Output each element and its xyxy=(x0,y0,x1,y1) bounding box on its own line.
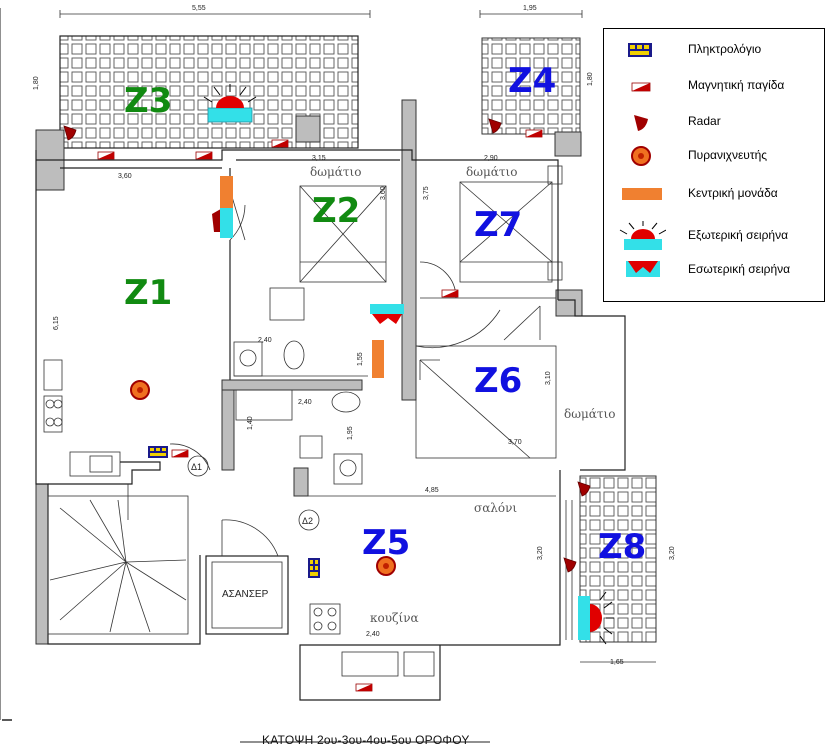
dim-1-55: 1,55 xyxy=(357,352,364,366)
dim-3-70: 3,70 xyxy=(508,439,522,446)
dim-3-15: 3,15 xyxy=(312,155,326,162)
keypad-icon xyxy=(148,446,168,458)
dim-2-40-a: 2,40 xyxy=(258,337,272,344)
keypad-icon xyxy=(628,43,652,57)
dim-6-15: 6,15 xyxy=(53,316,60,330)
door-marker-2: Δ2 xyxy=(302,516,313,526)
magnetic-contact-icon xyxy=(97,151,115,160)
smoke-detector-icon xyxy=(631,146,651,166)
dim-2-40-c: 2,40 xyxy=(366,631,380,638)
zone-label-z7: Z7 xyxy=(474,205,522,245)
magnetic-contact-icon xyxy=(271,139,289,148)
legend-row-control: Κεντρική μονάδα xyxy=(604,179,824,209)
zone-label-z8: Z8 xyxy=(598,527,646,567)
zone-label-z5: Z5 xyxy=(362,523,410,563)
dim-4-85: 4,85 xyxy=(425,487,439,494)
elevator-label: ΑΣΑΝΣΕΡ xyxy=(222,589,269,600)
room-label-bedroom-a: δωμάτιο xyxy=(310,165,361,179)
room-label-bedroom-b: δωμάτιο xyxy=(466,165,517,179)
dim-3-20-b: 3,20 xyxy=(669,546,676,560)
plan-caption: ΚΑΤΟΨΗ 2ου-3ου-4ου-5ου ΟΡΟΦΟΥ xyxy=(262,733,470,747)
control-unit-icon xyxy=(372,340,384,378)
legend: Πληκτρολόγιο Μαγνητική παγίδα Radar Πυρα… xyxy=(603,28,825,302)
legend-row-radar: Radar xyxy=(604,107,824,137)
dim-1-80-a: 1,80 xyxy=(33,76,40,90)
dim-1-65: 1,65 xyxy=(610,659,624,666)
radar-icon xyxy=(634,115,648,131)
legend-label-control: Κεντρική μονάδα xyxy=(688,186,778,200)
legend-label-keypad: Πληκτρολόγιο xyxy=(688,42,762,56)
legend-row-indoor-siren: Εσωτερική σειρήνα xyxy=(604,255,824,285)
door-marker-1: Δ1 xyxy=(191,462,202,472)
magnetic-contact-icon xyxy=(195,151,213,160)
dim-5-55: 5,55 xyxy=(192,5,206,12)
zone-label-z4: Z4 xyxy=(508,61,556,101)
zone-label-z1: Z1 xyxy=(124,273,172,313)
dim-1-80-b: 1,80 xyxy=(587,72,594,86)
legend-label-radar: Radar xyxy=(688,114,721,128)
legend-row-smoke: Πυρανιχνευτής xyxy=(604,141,824,171)
outdoor-siren-icon xyxy=(203,84,257,123)
dim-3-75: 3,75 xyxy=(423,186,430,200)
dim-2-40-b: 2,40 xyxy=(298,399,312,406)
magnetic-contact-icon xyxy=(171,449,189,458)
legend-label-magnetic: Μαγνητική παγίδα xyxy=(688,78,785,92)
outdoor-siren-icon xyxy=(578,591,614,645)
legend-row-outdoor-siren: Εξωτερική σειρήνα xyxy=(604,221,824,251)
control-unit-icon xyxy=(220,176,233,238)
legend-label-outdoor-siren: Εξωτερική σειρήνα xyxy=(688,228,789,242)
dim-3-60: 3,60 xyxy=(118,173,132,180)
dim-3-20-a: 3,20 xyxy=(537,546,544,560)
legend-row-magnetic: Μαγνητική παγίδα xyxy=(604,71,824,101)
magnetic-contact-icon xyxy=(631,82,651,92)
dim-2-90: 2,90 xyxy=(484,155,498,162)
magnetic-contact-icon xyxy=(441,289,459,298)
zone-label-z2: Z2 xyxy=(312,191,360,231)
dim-3-10: 3,10 xyxy=(545,371,552,385)
legend-label-indoor-siren: Εσωτερική σειρήνα xyxy=(688,262,791,276)
smoke-detector-icon xyxy=(130,380,150,400)
keypad-icon xyxy=(308,558,320,578)
magnetic-contact-icon xyxy=(355,683,373,692)
magnetic-contact-icon xyxy=(525,129,543,138)
indoor-siren-icon xyxy=(370,304,404,324)
dim-1-40: 1,40 xyxy=(247,416,254,430)
legend-label-smoke: Πυρανιχνευτής xyxy=(688,148,768,162)
control-unit-icon xyxy=(622,188,662,200)
dim-1-95: 1,95 xyxy=(523,5,537,12)
room-label-living: σαλόνι xyxy=(474,501,517,515)
legend-row-keypad: Πληκτρολόγιο xyxy=(604,35,824,65)
dim-1-95-b: 1,95 xyxy=(347,426,354,440)
zone-label-z3: Z3 xyxy=(124,81,172,121)
room-label-bedroom-c: δωμάτιο xyxy=(564,407,615,421)
indoor-siren-icon xyxy=(626,261,660,277)
zone-label-z6: Z6 xyxy=(474,361,522,401)
room-label-kitchen: κουζίνα xyxy=(370,611,419,625)
outdoor-siren-icon xyxy=(619,221,666,250)
dim-3-60-v: 3,60 xyxy=(380,186,387,200)
